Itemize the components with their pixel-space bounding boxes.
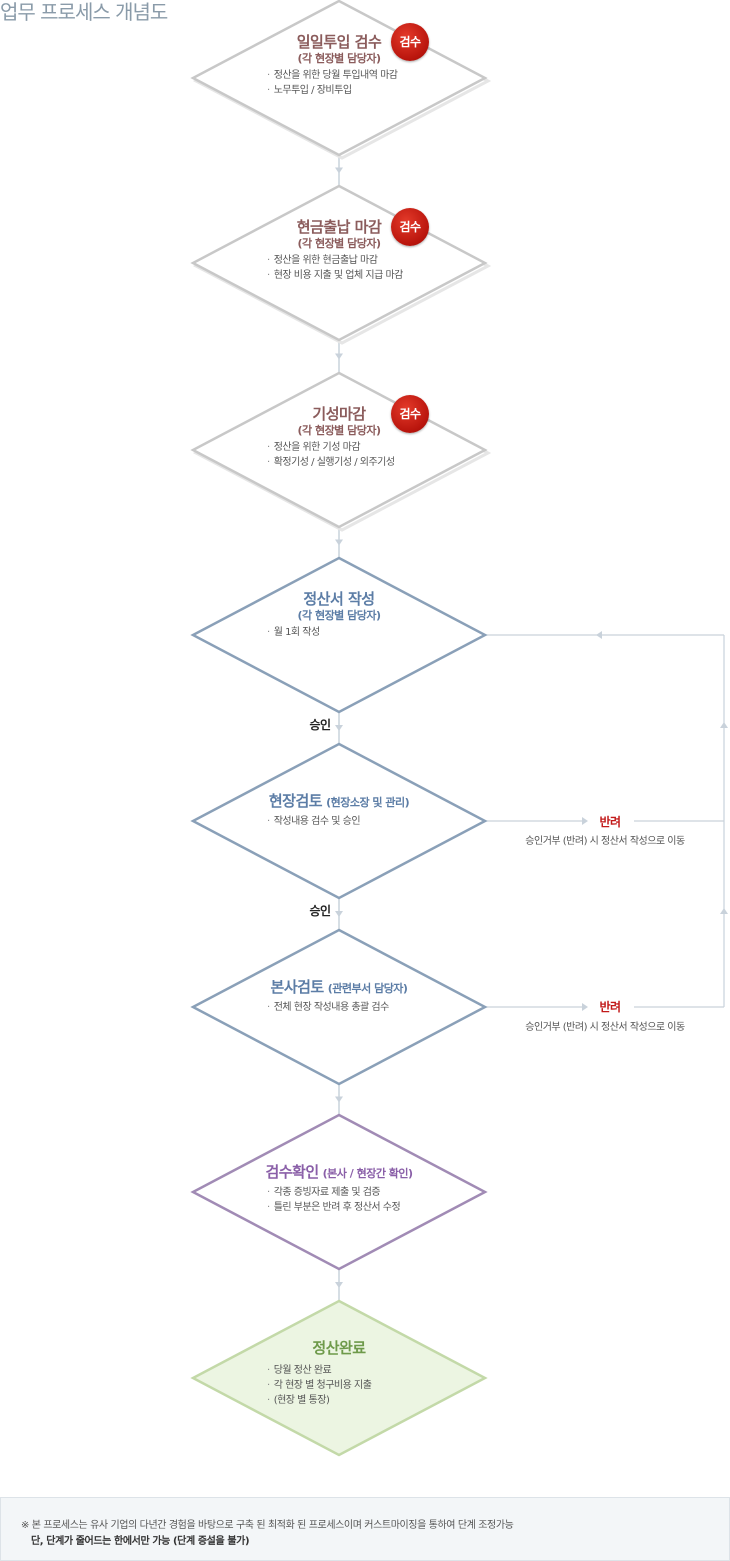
connector-arrow [335,539,343,546]
step-title-text: 현금출납 마감 [296,218,382,236]
step-title: 본사검토(관련부서 담당자) [193,976,485,997]
step-title-text: 본사검토 [270,978,325,996]
reject-label-site-review: 반려 [599,815,621,829]
step-item-list: 각종 증빙자료 제출 및 검증틀린 부분은 반려 후 정산서 수정 [267,1185,401,1215]
step-item-list: 정산을 위한 현금출납 마감현장 비용 지출 및 업체 지급 마감 [267,253,404,283]
process-step: 기성마감(각 현장별 담당자) 정산을 위한 기성 마감확정기성 / 실행기성 /… [193,373,485,527]
reject-arrow [582,1003,588,1011]
step-title-text: 현장검토 [268,792,323,810]
step-subtitle: (각 현장별 담당자) [297,237,381,250]
step-item: 정산을 위한 당월 투입내역 마감 [267,68,398,83]
process-step: 일일투입 검수(각 현장별 담당자) 정산을 위한 당월 투입내역 마감노무투입 … [193,1,485,155]
reject-label-hq-review: 반려 [599,1000,621,1014]
step-item-list: 전체 현장 작성내용 총괄 검수 [267,1000,390,1015]
step-title: 일일투입 검수 [193,31,485,52]
step-title: 현금출납 마감 [193,216,485,237]
feedback-arrow [596,631,602,639]
approve-label-2: 승인 [309,904,331,918]
step-item: 작성내용 검수 및 승인 [267,814,361,829]
step-item-list: 정산을 위한 기성 마감확정기성 / 실행기성 / 외주기성 [267,440,395,470]
step-item-list: 작성내용 검수 및 승인 [267,814,361,829]
connector-arrow [335,725,343,731]
inspection-badge: 검수 [391,23,429,61]
step-item: 각 현장 별 청구비용 지출 [267,1378,372,1393]
step-item: 월 1회 작성 [267,625,321,640]
step-item: 확정기성 / 실행기성 / 외주기성 [267,455,395,470]
process-step: 정산서 작성(각 현장별 담당자) 월 1회 작성 [193,558,485,712]
step-item-list: 월 1회 작성 [267,625,321,640]
connector-arrow [335,1282,343,1288]
step-diamond [190,556,488,714]
connector-arrow [335,1096,343,1103]
step-subtitle: (각 현장별 담당자) [297,424,381,437]
connector-arrow [335,167,343,174]
feedback-arrow [720,908,728,914]
feedback-arrow [720,722,728,728]
step-item-list: 정산을 위한 당월 투입내역 마감노무투입 / 장비투입 [267,68,398,98]
step-title-text: 검수확인 [265,1163,319,1181]
step-title: 검수확인(본사 / 현장간 확인) [193,1161,485,1182]
process-step: 검수확인(본사 / 현장간 확인) 각종 증빙자료 제출 및 검증틀린 부분은 반… [193,1115,485,1269]
step-title-qualifier: (본사 / 현장간 확인) [322,1167,413,1180]
step-item: 각종 증빙자료 제출 및 검증 [267,1185,400,1200]
reject-arrow [582,817,588,825]
step-title-qualifier: (현장소장 및 관리) [326,796,410,809]
connector-arrow [335,911,343,917]
connector-arrow [335,353,343,360]
step-title-text: 기성마감 [312,405,366,423]
inspection-badge: 검수 [391,208,429,246]
step-title: 정산서 작성 [193,588,485,609]
step-item: 정산을 위한 기성 마감 [267,440,395,455]
reject-description-site-review: 승인거부 (반려) 시 정산서 작성으로 이동 [525,836,685,847]
step-title: 정산완료 [193,1337,485,1358]
step-subtitle: (각 현장별 담당자) [297,609,381,622]
step-title-qualifier: (관련부서 담당자) [327,982,408,995]
step-title-text: 일일투입 검수 [296,33,382,51]
step-item: 현장 비용 지출 및 업체 지급 마감 [267,268,404,283]
process-step: 현장검토(현장소장 및 관리) 작성내용 검수 및 승인 [193,744,485,898]
step-subtitle: (각 현장별 담당자) [297,52,381,65]
step-item: 노무투입 / 장비투입 [267,83,398,98]
footnote-line-1: ※ 본 프로세스는 유사 기업의 다년간 경험을 바탕으로 구축 된 최적화 된… [21,1520,514,1531]
process-step: 정산완료당월 정산 완료각 현장 별 청구비용 지출(현장 별 통장) [193,1301,485,1455]
step-item: 틀린 부분은 반려 후 정산서 수정 [267,1200,401,1215]
page-title: 업무 프로세스 개념도 [0,0,168,24]
step-item: 정산을 위한 현금출납 마감 [267,253,403,268]
approve-label-1: 승인 [309,718,331,732]
process-step: 현금출납 마감(각 현장별 담당자) 정산을 위한 현금출납 마감현장 비용 지출… [193,186,485,340]
step-item-list: 당월 정산 완료각 현장 별 청구비용 지출(현장 별 통장) [267,1363,372,1408]
process-step: 본사검토(관련부서 담당자) 전체 현장 작성내용 총괄 검수 [193,930,485,1084]
step-title-text: 정산완료 [312,1339,366,1357]
step-title: 기성마감 [193,403,485,424]
step-title: 현장검토(현장소장 및 관리) [193,790,485,811]
reject-description-hq-review: 승인거부 (반려) 시 정산서 작성으로 이동 [525,1022,685,1033]
step-item: (현장 별 통장) [267,1393,371,1408]
step-title-text: 정산서 작성 [303,590,375,608]
step-item: 전체 현장 작성내용 총괄 검수 [267,1000,390,1015]
footnote-box: ※ 본 프로세스는 유사 기업의 다년간 경험을 바탕으로 구축 된 최적화 된… [0,1497,730,1561]
inspection-badge: 검수 [391,395,429,433]
footnote-line-2: 단, 단계가 줄어드는 한에서만 가능 (단계 증설을 불가) [31,1536,250,1547]
step-item: 당월 정산 완료 [267,1363,371,1378]
